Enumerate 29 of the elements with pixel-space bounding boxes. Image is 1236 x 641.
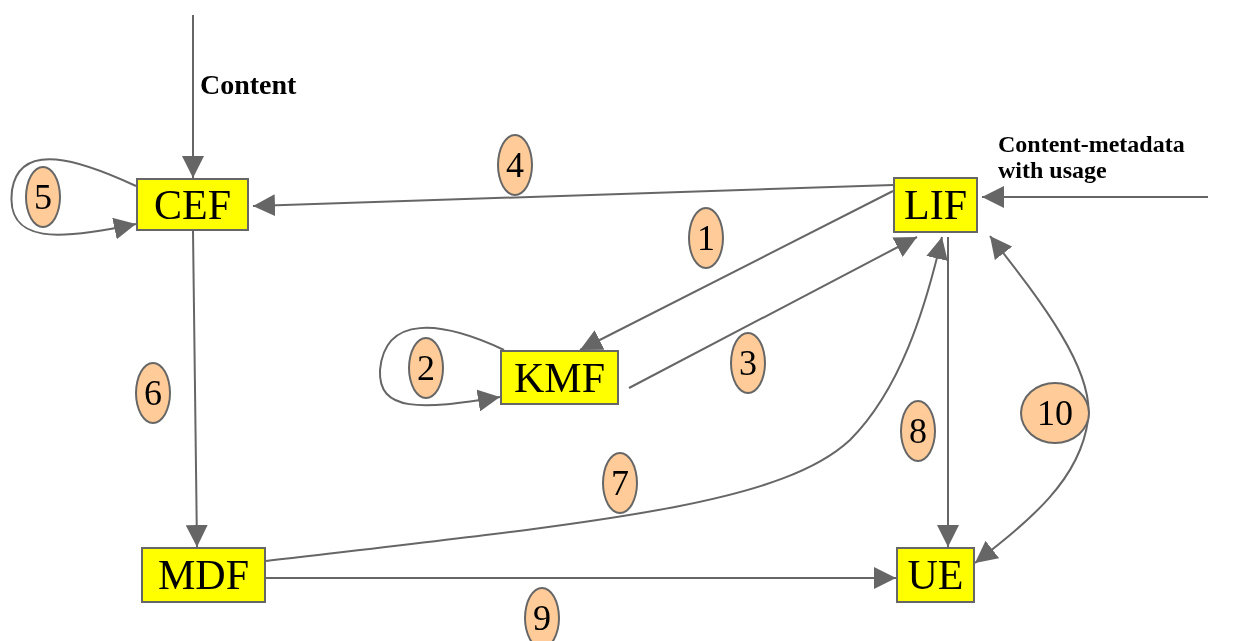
arrow: [265, 236, 948, 562]
arrow: [974, 235, 1090, 564]
edge-label: 9: [524, 587, 560, 641]
edge-label: 2: [408, 337, 444, 399]
arrow: [937, 236, 959, 548]
edge-label: Content: [200, 70, 298, 101]
arrow: [10, 158, 137, 240]
arrow: [252, 184, 894, 217]
edge-label: 6: [135, 362, 171, 424]
arrow: [628, 236, 918, 389]
edge-label: 7: [602, 452, 638, 514]
edge-label: 3: [730, 332, 766, 394]
arrow: [379, 327, 505, 412]
process-box: MDF: [141, 547, 266, 603]
process-box: KMF: [500, 350, 619, 405]
edge-label: 4: [497, 134, 533, 196]
edge-label: 8: [900, 400, 936, 462]
edge-label: 5: [25, 166, 61, 228]
arrow: [265, 567, 897, 589]
arrow: [579, 190, 894, 351]
arrow: [981, 186, 1209, 208]
edge-label: 10: [1020, 382, 1090, 444]
process-box: UE: [896, 547, 975, 603]
arrow: [182, 14, 204, 179]
edge-label: 1: [688, 207, 724, 269]
edge-label: Content-metadata with usage: [998, 131, 1186, 184]
process-box: CEF: [136, 178, 249, 231]
arrow: [185, 230, 208, 548]
process-box: LIF: [893, 177, 978, 233]
